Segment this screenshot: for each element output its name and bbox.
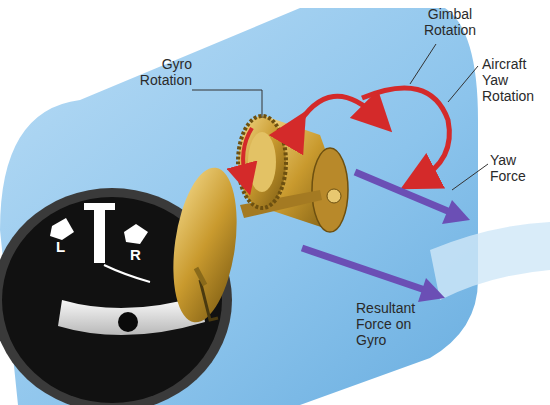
gyro-rotation-arrow <box>243 128 252 180</box>
instrument-housing <box>0 8 478 405</box>
turn-index-mark <box>50 218 74 240</box>
gyro-hub <box>248 132 276 192</box>
resultant-force-arrow <box>302 248 425 290</box>
turn-index-mark <box>124 224 148 244</box>
housing-swoosh <box>430 222 550 300</box>
gimbal-end <box>312 148 348 232</box>
inclinometer-ball <box>118 312 138 332</box>
callout-label: Resultant Force on Gyro <box>356 300 432 348</box>
airplane-symbol <box>94 205 105 263</box>
callout-label: Yaw Force <box>490 152 548 184</box>
callout-label: Aircraft Yaw Rotation <box>482 56 550 104</box>
leader-line <box>410 44 436 84</box>
yaw-rotation-arrow <box>362 88 449 180</box>
pivot <box>327 189 341 203</box>
gold-disk <box>164 164 245 327</box>
leader-line <box>192 90 262 118</box>
leader-line <box>448 66 478 102</box>
resultant-force-arrow <box>418 278 445 302</box>
dial-marking: R <box>130 246 150 263</box>
linkage <box>196 268 205 285</box>
callout-label: Gimbal Rotation <box>410 6 490 38</box>
yaw-force-arrow <box>355 172 450 212</box>
gimbal-rotation-arrow <box>296 96 378 128</box>
linkage <box>200 280 218 320</box>
callout-label: Gyro Rotation <box>118 56 192 88</box>
dial-marking: L <box>56 238 76 255</box>
yaw-force-arrow <box>442 200 470 224</box>
gyro-rotor <box>238 116 286 208</box>
face-marking <box>104 265 150 282</box>
leader-line <box>452 164 488 190</box>
airplane-symbol <box>84 203 115 210</box>
